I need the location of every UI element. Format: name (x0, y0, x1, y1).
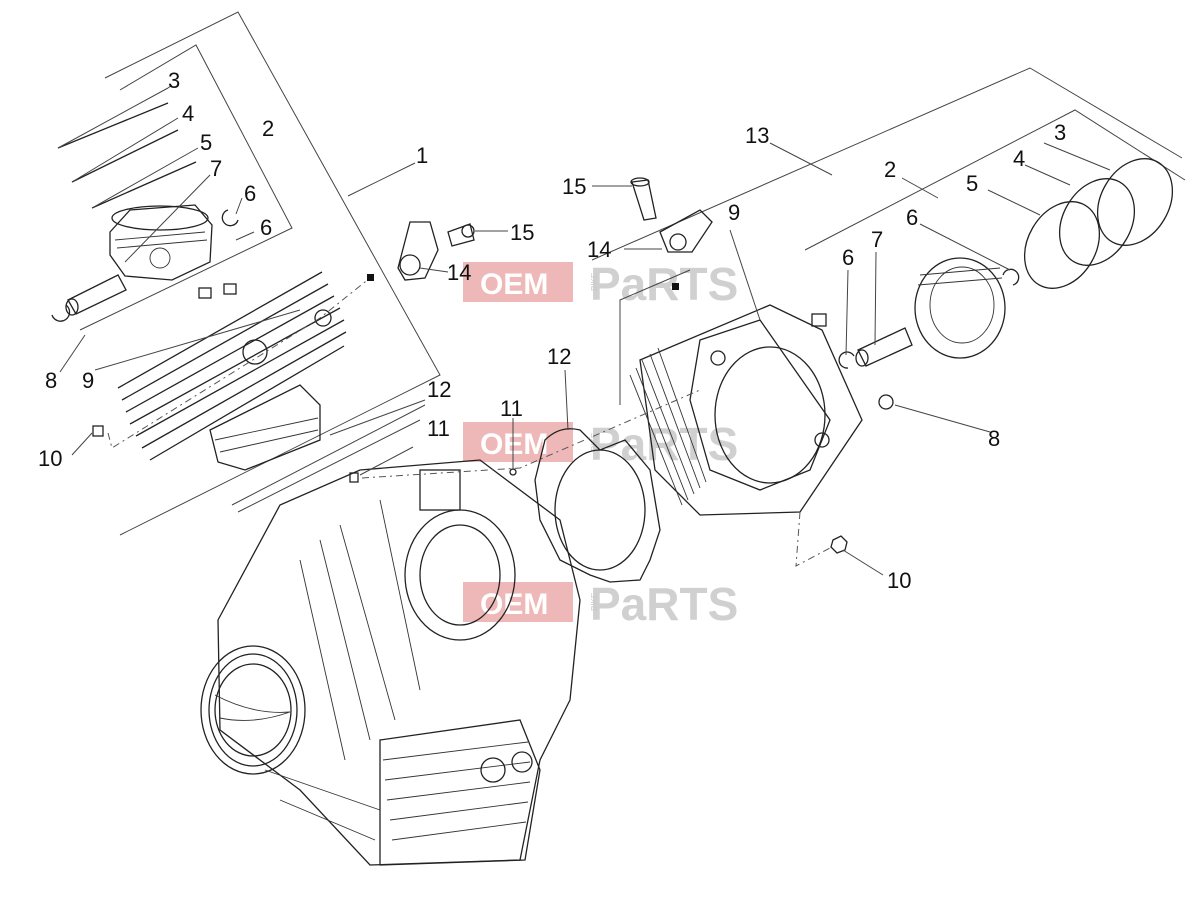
callout-13: 13 (745, 123, 769, 148)
cylinder-right (629, 304, 863, 516)
callout-6-right-b: 6 (842, 245, 854, 270)
callout-8-left: 8 (45, 368, 57, 393)
callout-14-top: 14 (587, 237, 611, 262)
callout-2-left: 2 (262, 116, 274, 141)
circlip-right-a (1002, 268, 1020, 286)
callout-10-left: 10 (38, 446, 62, 471)
callout-12-left: 12 (427, 377, 451, 402)
axis-center (361, 389, 701, 479)
piston-pin-right (855, 327, 913, 367)
dowel-left-a (198, 287, 212, 299)
svg-text:BIKE: BIKE (590, 433, 599, 451)
callout-15-left: 15 (510, 220, 534, 245)
circlip-left-a (51, 304, 71, 322)
callout-15-top: 15 (562, 174, 586, 199)
callout-3-left: 3 (168, 68, 180, 93)
svg-text:OEM: OEM (480, 428, 548, 461)
circlip-right-b (838, 351, 855, 369)
callout-2-right: 2 (884, 157, 896, 182)
head-gasket (534, 428, 661, 583)
callout-10-right: 10 (887, 568, 911, 593)
temperature-sensor-left (397, 221, 439, 281)
circlip-left-b (221, 209, 239, 227)
dowel-right-top (811, 313, 827, 327)
svg-text:OEM: OEM (480, 588, 548, 621)
svg-text:PaRTS: PaRTS (590, 578, 738, 630)
temperature-sensor-top (659, 209, 713, 253)
callout-11-left: 11 (427, 416, 450, 441)
svg-text:BIKE: BIKE (590, 273, 599, 291)
callout-4-left: 4 (182, 101, 194, 126)
callout-1: 1 (416, 143, 428, 168)
piston-right (914, 257, 1006, 359)
right-group-brackets (591, 67, 1186, 405)
callout-5-right: 5 (966, 171, 978, 196)
dowel-left-b (223, 283, 237, 295)
left-group-brackets (79, 11, 441, 536)
callout-7-left: 7 (210, 156, 222, 181)
piston-left (109, 204, 213, 281)
callout-14-left: 14 (447, 260, 471, 285)
callout-5-left: 5 (200, 130, 212, 155)
svg-text:BIKE: BIKE (590, 593, 599, 611)
bolt-top (630, 177, 657, 221)
engine-crankcase (200, 459, 581, 866)
dowel-pin-left (92, 425, 104, 437)
axis-right (795, 511, 831, 567)
watermark-top: OEM BIKE PaRTS (463, 258, 738, 310)
callout-3-right: 3 (1054, 120, 1066, 145)
callout-11-mid: 11 (500, 396, 523, 421)
nut-right-10 (830, 535, 848, 554)
callout-7-right: 7 (871, 227, 883, 252)
marker-square-right (672, 283, 679, 290)
watermark-bottom: OEM BIKE PaRTS (463, 578, 738, 630)
callout-labels: 3 4 5 7 2 6 6 1 8 9 15 14 15 14 9 13 2 3… (38, 68, 1066, 593)
callout-9-right: 9 (728, 200, 740, 225)
piston-rings-left (57, 102, 197, 209)
callout-4-right: 4 (1013, 146, 1025, 171)
marker-square-left (367, 274, 374, 281)
callout-8-right: 8 (988, 426, 1000, 451)
dowel-right-8 (878, 394, 894, 410)
callout-6-left-b: 6 (260, 215, 272, 240)
callout-12-mid: 12 (547, 344, 571, 369)
piston-rings-right (1023, 158, 1174, 289)
axis-left (107, 277, 371, 449)
svg-text:PaRTS: PaRTS (590, 258, 738, 310)
callout-6-left-a: 6 (244, 181, 256, 206)
piston-pin-left (65, 274, 127, 316)
bolt-left (447, 223, 475, 247)
leader-lines (57, 84, 1111, 576)
callout-9-left: 9 (82, 368, 94, 393)
callout-6-right-a: 6 (906, 205, 918, 230)
cylinder-left (117, 271, 347, 471)
svg-text:OEM: OEM (480, 268, 548, 301)
